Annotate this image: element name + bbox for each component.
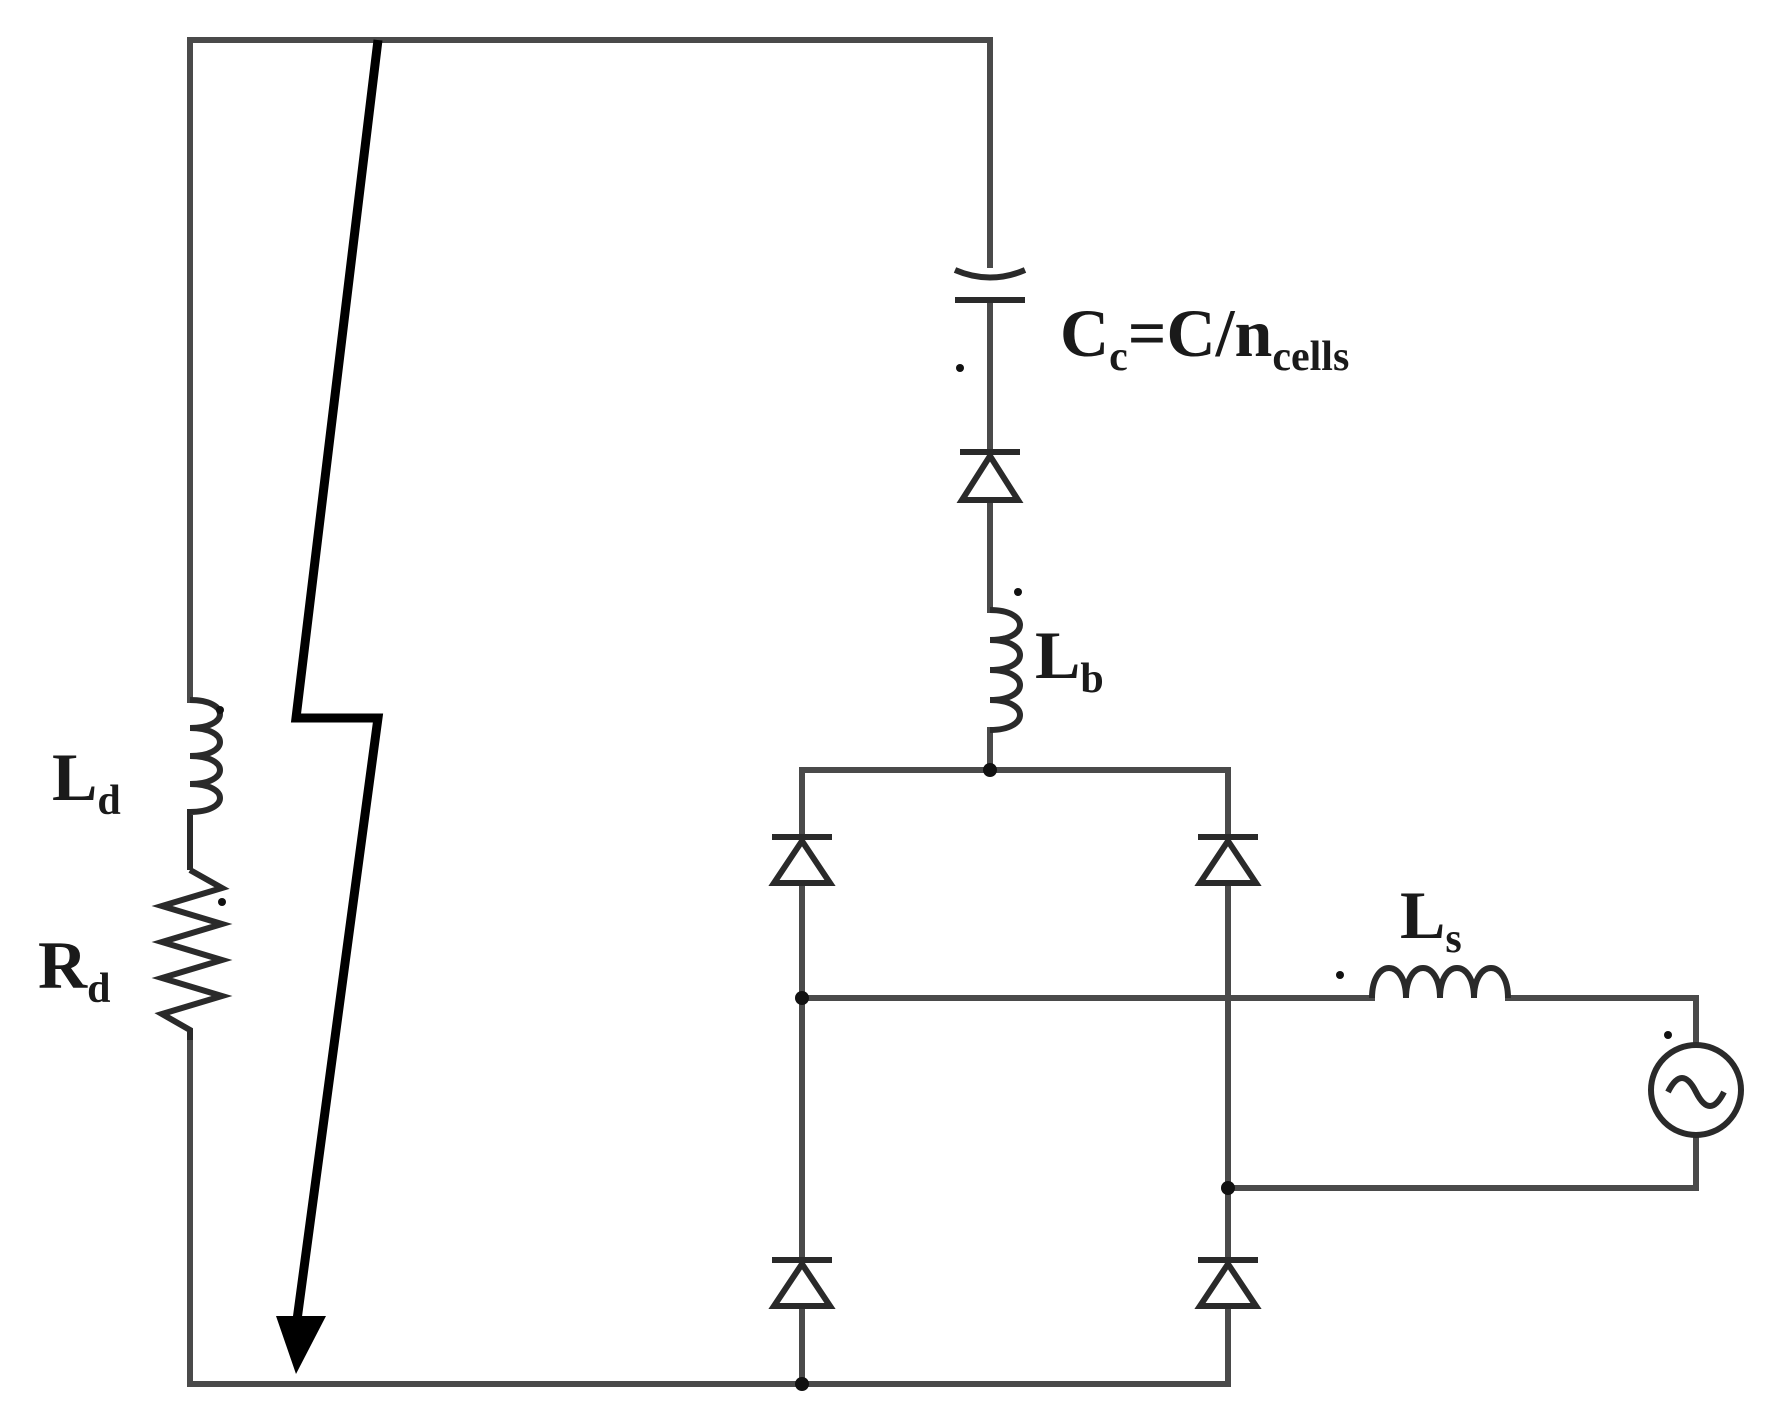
inductor-b-label: Lb xyxy=(1035,617,1104,702)
polarity-dots xyxy=(216,364,1672,1039)
capacitor-label: Cc=C/ncells xyxy=(1060,295,1349,380)
resistor-icon xyxy=(151,867,233,1040)
inductor-s-label: Ls xyxy=(1400,877,1462,962)
inductor-d-label: Ld xyxy=(52,739,121,824)
diode-icon xyxy=(956,449,1024,503)
current-arrow-icon xyxy=(276,39,384,1374)
wires xyxy=(187,37,1699,1387)
diode-icon xyxy=(1194,1257,1262,1309)
diode-icon xyxy=(768,1257,836,1309)
diode-icon xyxy=(768,834,836,886)
inductor-icon xyxy=(989,607,1023,733)
inductor-icon xyxy=(187,697,223,870)
ac-source-icon xyxy=(1648,1042,1744,1138)
resistor-d-label: Rd xyxy=(38,927,110,1012)
junction-nodes xyxy=(795,763,1235,1391)
inductor-icon xyxy=(1369,965,1511,999)
capacitor-icon xyxy=(953,267,1027,303)
diode-icon xyxy=(1194,834,1262,886)
